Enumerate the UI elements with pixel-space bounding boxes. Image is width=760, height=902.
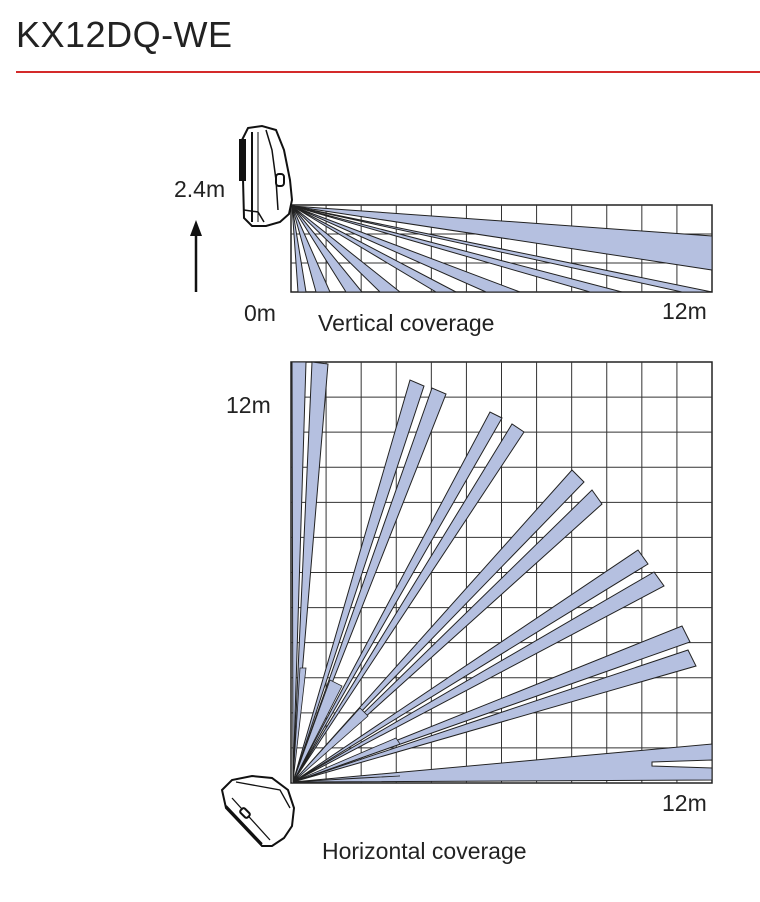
horizontal-beam — [292, 649, 697, 783]
horizontal-beam-short — [292, 775, 401, 783]
vertical-origin-label: 0m — [244, 300, 276, 326]
horizontal-beam-short — [292, 667, 307, 783]
horizontal-beam — [292, 489, 603, 783]
horizontal-beam-short — [292, 707, 369, 783]
horizontal-y-label: 12m — [226, 392, 271, 418]
page-title: KX12DQ-WE — [16, 14, 233, 55]
vertical-beam — [291, 205, 623, 293]
horizontal-beam — [292, 469, 585, 783]
horizontal-beam — [292, 423, 525, 783]
vertical-beam — [291, 205, 457, 293]
title-divider — [16, 71, 760, 73]
vertical-beam — [291, 205, 713, 271]
horizontal-beam-gap — [651, 759, 713, 769]
vertical-beam — [291, 205, 521, 293]
horizontal-beam — [292, 411, 503, 783]
horizontal-beam-short — [292, 679, 343, 783]
horizontal-beam-short — [292, 737, 401, 783]
vertical-beams — [291, 205, 713, 293]
horizontal-beam — [292, 571, 665, 783]
vertical-end-label: 12m — [662, 298, 707, 324]
horizontal-caption: Horizontal coverage — [322, 838, 527, 864]
up-arrow-icon — [190, 220, 202, 292]
horizontal-x-label: 12m — [662, 790, 707, 816]
detector-side-icon — [239, 124, 294, 227]
vertical-beam — [291, 205, 402, 293]
vertical-height-label: 2.4m — [174, 176, 226, 202]
horizontal-beam — [292, 549, 649, 783]
horizontal-beam — [291, 361, 307, 783]
vertical-beam — [291, 205, 331, 293]
detector-top-icon — [220, 774, 296, 847]
vertical-caption: Vertical coverage — [318, 310, 495, 336]
horizontal-beam — [292, 379, 425, 783]
horizontal-beams — [291, 361, 713, 783]
vertical-beam — [291, 205, 307, 293]
vertical-beam — [291, 205, 713, 293]
vertical-beam — [291, 205, 364, 293]
